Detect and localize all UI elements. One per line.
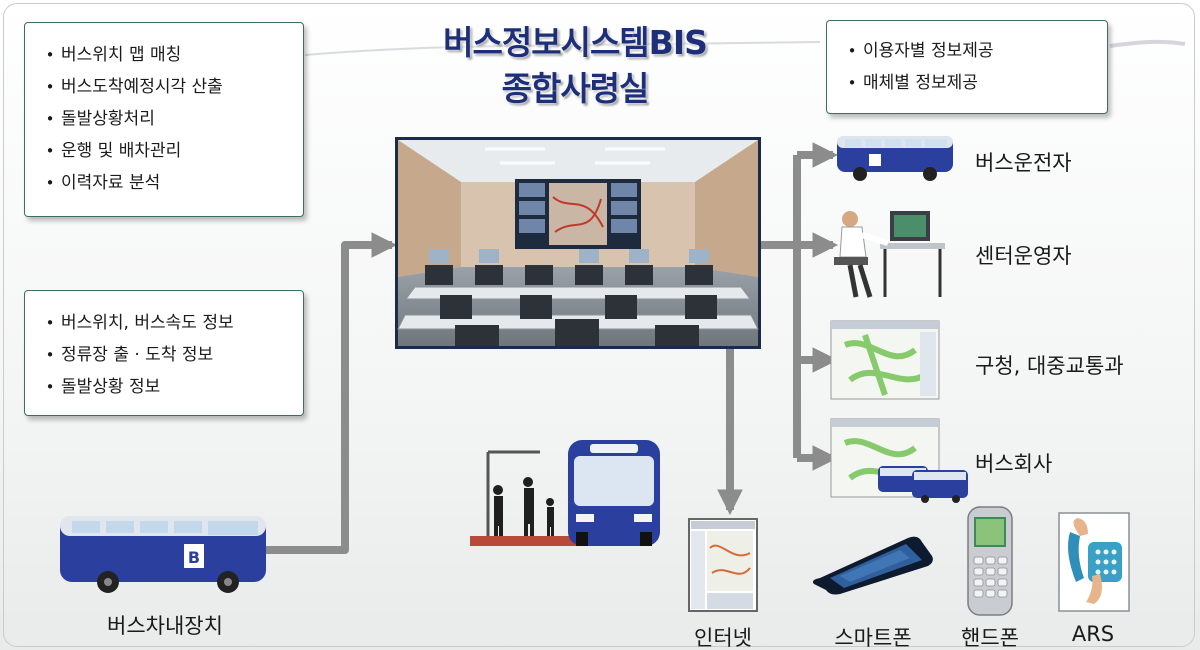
bullet-text: 운행 및 배차관리 [61,141,182,161]
center-operator-icon [834,211,945,298]
bullet-item: • 이력자료 분석 [39,167,303,199]
bullet-item: • 이용자별 정보제공 [841,35,1107,67]
functions-box: •버스위치 맵 매칭•버스도착예정시각 산출•돌발상황처리•운행 및 배차관리•… [24,22,304,217]
bus-company-icon [830,418,968,503]
bullet-dot: • [45,142,55,160]
district-office-map-icon [830,320,940,400]
receiver-label-driver: 버스운전자 [975,151,1072,175]
title-line-2: 종합사령실 [501,69,650,108]
bullet-item: • 돌발상황 정보 [39,371,303,403]
onboard-bus-mark: B [188,548,200,567]
ars-phone-icon [1058,512,1130,612]
bullet-text: 돌발상황처리 [61,109,155,129]
arrow-bus-to-center [265,232,398,554]
receiver-label-bus-company: 버스회사 [975,452,1053,476]
bus-stop-scene [470,440,660,546]
bullet-dot: • [847,74,857,92]
media-label-smartphone: 스마트폰 [834,626,912,650]
bullet-item: • 매체별 정보제공 [841,67,1107,99]
onboard-bus-icon: B [60,516,266,593]
input-info-box: • 버스위치, 버스속도 정보 • 정류장 출 · 도착 정보 • 돌발상황 정보 [24,290,304,416]
internet-screen-icon [688,518,758,612]
bullet-item: • 버스위치, 버스속도 정보 [39,307,303,339]
bullet-text: 이력자료 분석 [61,173,161,193]
bullet-item: • 운행 및 배차관리 [39,135,303,167]
control-room-image [395,137,761,349]
bullet-text: 버스도착예정시각 산출 [61,77,223,97]
media-label-mobile-phone: 핸드폰 [961,626,1019,650]
onboard-unit-label: 버스차내장치 [107,614,223,638]
media-label-internet: 인터넷 [694,626,752,650]
bullet-item: • 돌발상황처리 [39,103,303,135]
media-label-ars: ARS [1071,622,1115,646]
bullet-text: 이용자별 정보제공 [863,41,994,61]
bullet-item: • 정류장 출 · 도착 정보 [39,339,303,371]
smartphone-icon [812,536,933,595]
bullet-text: 매체별 정보제공 [863,73,978,93]
bullet-dot: • [45,78,55,96]
functions-list: •버스위치 맵 매칭•버스도착예정시각 산출•돌발상황처리•운행 및 배차관리•… [39,39,303,199]
bullet-text: 정류장 출 · 도착 정보 [61,345,214,365]
receiver-label-district: 구청, 대중교통과 [975,354,1124,378]
title-line-1: 버스정보시스템BIS [443,23,708,62]
receiver-label-operator: 센터운영자 [975,244,1072,268]
bullet-item: • 버스위치 맵 매칭 [39,39,303,71]
bullet-text: 버스위치, 버스속도 정보 [61,313,234,333]
input-info-list: • 버스위치, 버스속도 정보 • 정류장 출 · 도착 정보 • 돌발상황 정보 [39,307,303,403]
bullet-dot: • [45,378,55,396]
bus-driver-bus-icon [837,136,953,181]
bullet-dot: • [45,46,55,64]
diagram-frame [3,3,1195,647]
bullet-dot: • [45,314,55,332]
bullet-dot: • [45,174,55,192]
mobile-phone-icon [967,506,1013,616]
bullet-dot: • [847,42,857,60]
bullet-dot: • [45,110,55,128]
bullet-item: • 버스도착예정시각 산출 [39,71,303,103]
diagram-title: 버스정보시스템BIS 종합사령실 [385,20,765,112]
bullet-text: 돌발상황 정보 [61,377,161,397]
output-info-list: • 이용자별 정보제공 • 매체별 정보제공 [841,35,1107,99]
bullet-dot: • [45,346,55,364]
bullet-text: 버스위치 맵 매칭 [61,45,182,65]
output-info-box: • 이용자별 정보제공 • 매체별 정보제공 [826,20,1108,114]
